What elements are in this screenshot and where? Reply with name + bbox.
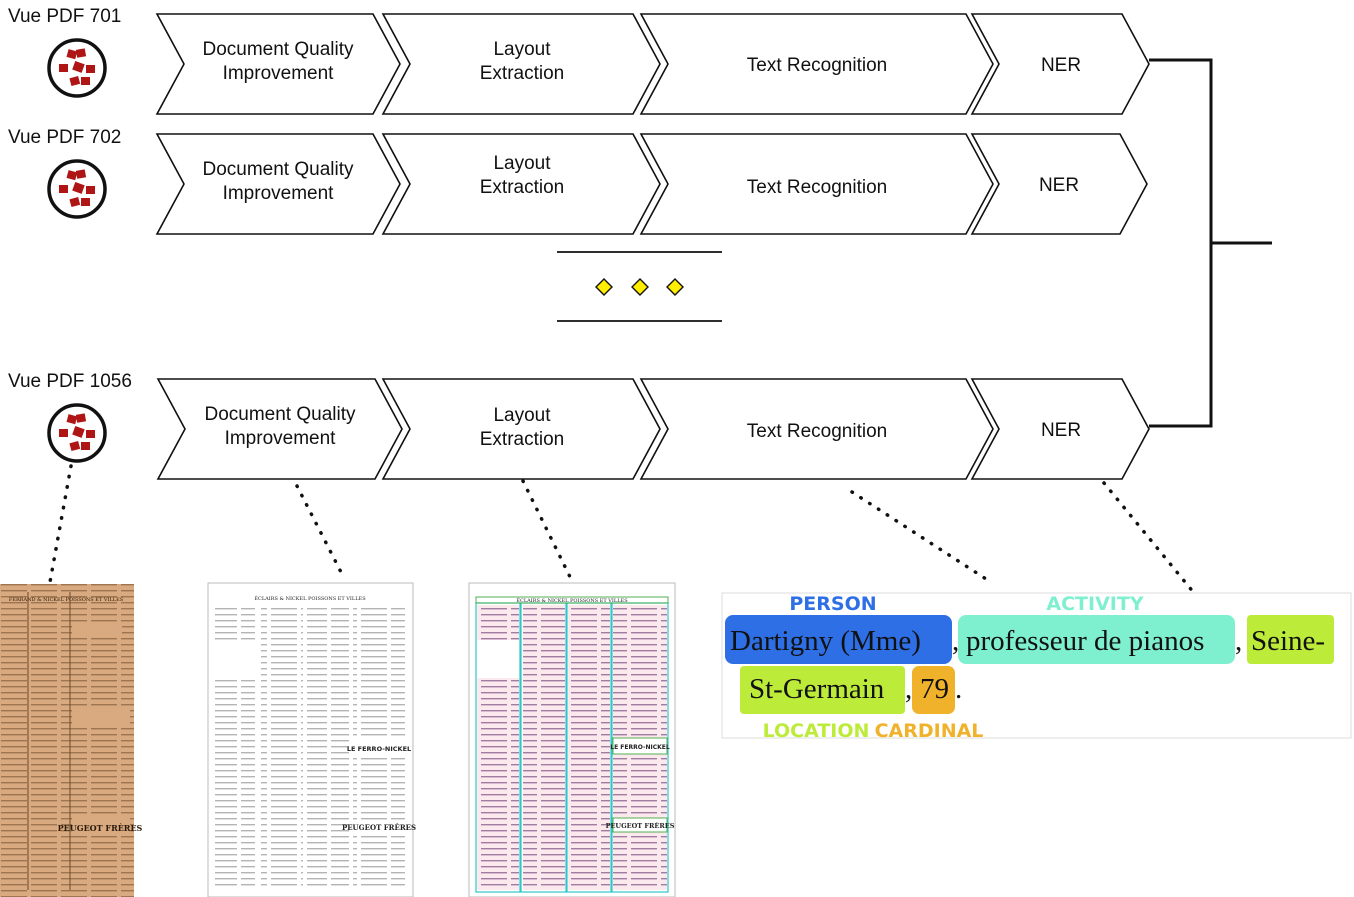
token-comma: , xyxy=(905,673,912,705)
scan-header: ÉCLAIRS & NICKEL POISSONS ET VILLES xyxy=(516,596,628,604)
scan-improved-page: ÉCLAIRS & NICKEL POISSONS ET VILLES LE F… xyxy=(207,582,416,897)
stage-ner: NER xyxy=(970,378,1150,480)
stage-label: NER xyxy=(1039,175,1079,196)
entity-text-location-part2: St-Germain xyxy=(749,673,885,705)
scan-heading: LE FERRO-NICKEL xyxy=(610,744,670,751)
stage-label-line1: Document Quality xyxy=(204,404,356,425)
ellipsis-diamond-icon xyxy=(666,278,684,296)
ner-tag-location: LOCATION xyxy=(763,720,870,742)
stage-document-quality: Document Quality Improvement xyxy=(155,13,401,115)
stage-text-recognition: Text Recognition xyxy=(639,378,994,480)
stage-label-line2: Extraction xyxy=(480,63,564,84)
dotted-connectors xyxy=(48,464,1196,595)
stage-label-line2: Improvement xyxy=(223,63,335,84)
stage-ner: NER xyxy=(970,13,1150,115)
stage-label-line1: Document Quality xyxy=(202,39,354,60)
scan-header: ÉCLAIRS & NICKEL POISSONS ET VILLES xyxy=(254,594,366,602)
scan-header: FERRAND & NICKEL POISSONS ET VILLES xyxy=(9,597,124,603)
stage-label-line2: Improvement xyxy=(225,428,337,449)
entity-highlight-location xyxy=(740,666,905,714)
scan-heading: PEUGEOT FRÈRES xyxy=(606,821,675,830)
merge-bracket xyxy=(1149,58,1272,428)
ellipsis-diamond-icon xyxy=(631,278,649,296)
stage-label: Text Recognition xyxy=(747,177,887,198)
entity-text-activity: professeur de pianos xyxy=(966,625,1204,657)
ner-tag-person: PERSON xyxy=(789,593,876,615)
connector-text-recognition xyxy=(850,490,988,581)
stage-label: Text Recognition xyxy=(747,421,887,442)
stage-text-recognition: Text Recognition xyxy=(639,133,994,235)
entity-highlight-activity xyxy=(958,615,1235,664)
ellipsis-separator xyxy=(557,251,722,322)
pipeline-row-3: Vue PDF 1056 Document Quality Improvemen… xyxy=(8,371,1150,480)
scan-heading: PEUGEOT FRÈRES xyxy=(58,823,143,833)
ner-tag-cardinal: CARDINAL xyxy=(875,720,984,742)
stage-label-line1: Document Quality xyxy=(202,159,354,180)
ner-example: PERSON ACTIVITY Dartigny (Mme) , profess… xyxy=(721,592,1352,742)
scan-heading: LE FERRO-NICKEL xyxy=(347,745,411,753)
scan-heading: PEUGEOT FRÈRES xyxy=(342,823,416,832)
stage-label-line2: Extraction xyxy=(480,177,564,198)
stage-document-quality: Document Quality Improvement xyxy=(156,378,403,480)
document-seal-icon xyxy=(47,403,107,463)
token-period: . xyxy=(955,673,962,705)
scan-original-page: PEUGEOT FRÈRES FERRAND & NICKEL POISSONS… xyxy=(0,584,143,897)
entity-highlight-cardinal xyxy=(912,666,955,714)
entity-text-person: Dartigny (Mme) xyxy=(730,625,921,657)
stage-layout-extraction: Layout Extraction xyxy=(381,378,661,480)
stage-layout-extraction: Layout Extraction xyxy=(381,13,661,115)
pipeline-row-1: Vue PDF 701 Document Quality Improvement… xyxy=(8,6,1150,115)
document-seal-icon xyxy=(47,159,107,219)
stage-text-recognition: Text Recognition xyxy=(639,13,994,115)
connector-ner xyxy=(1102,481,1196,595)
stage-label-line2: Extraction xyxy=(480,429,564,450)
token-comma: , xyxy=(952,625,959,657)
stage-label-line1: Layout xyxy=(493,39,551,60)
token-comma: , xyxy=(1235,625,1242,657)
entity-highlight-person xyxy=(725,615,952,664)
document-label: Vue PDF 701 xyxy=(8,6,121,27)
document-seal-icon xyxy=(47,38,107,98)
document-label: Vue PDF 702 xyxy=(8,127,121,148)
scan-layout-page: ÉCLAIRS & NICKEL POISSONS ET VILLES LE F… xyxy=(468,582,676,897)
stage-label: Text Recognition xyxy=(747,55,887,76)
stage-label-line1: Layout xyxy=(493,153,551,174)
stage-layout-extraction: Layout Extraction xyxy=(381,133,661,235)
entity-highlight-location xyxy=(1247,615,1334,664)
stage-ner: NER xyxy=(970,133,1148,235)
connector-original xyxy=(48,464,73,584)
stage-document-quality: Document Quality Improvement xyxy=(155,133,401,235)
connector-layout xyxy=(521,479,575,585)
stage-label-line1: Layout xyxy=(493,405,551,426)
document-label: Vue PDF 1056 xyxy=(8,371,132,392)
pipeline-row-2: Vue PDF 702 Document Quality Improvement… xyxy=(8,127,1148,235)
stage-label: NER xyxy=(1041,420,1081,441)
ner-tag-activity: ACTIVITY xyxy=(1046,593,1143,615)
stage-label-line2: Improvement xyxy=(223,183,335,204)
entity-text-location-part1: Seine- xyxy=(1251,625,1325,657)
stage-label: NER xyxy=(1041,55,1081,76)
entity-text-cardinal: 79 xyxy=(920,673,949,705)
connector-quality xyxy=(295,484,346,580)
ellipsis-diamond-icon xyxy=(595,278,613,296)
